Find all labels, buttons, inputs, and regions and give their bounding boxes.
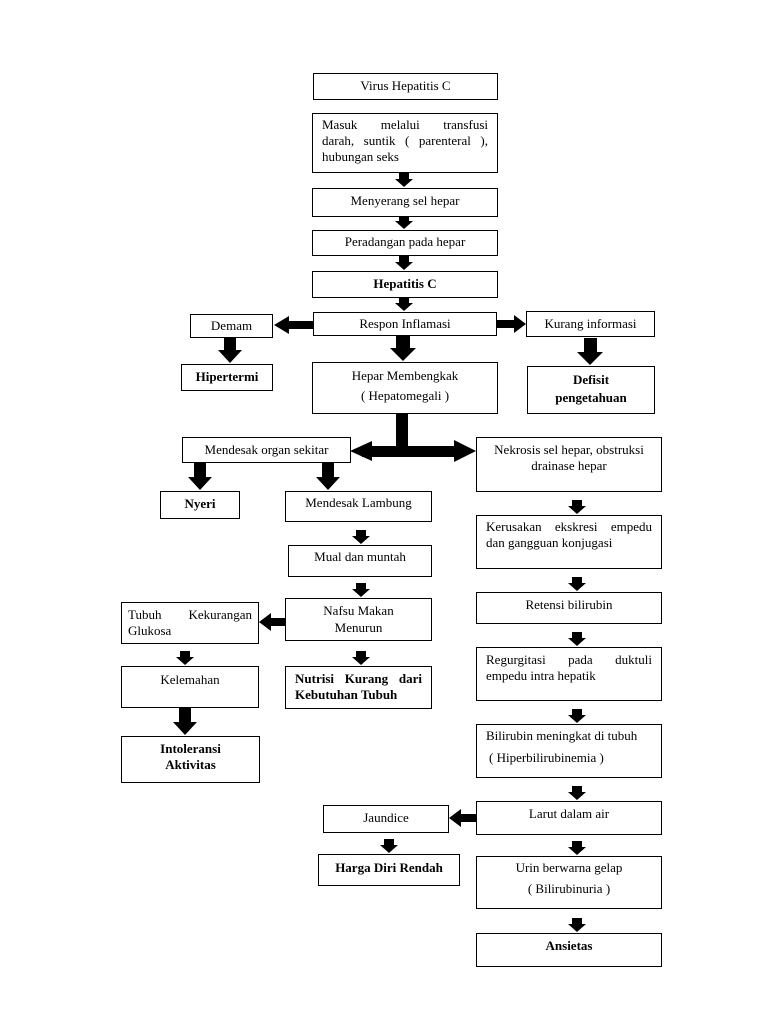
node-ansietas: Ansietas — [476, 933, 662, 967]
node-kurang-informasi: Kurang informasi — [526, 311, 655, 337]
node-jaundice: Jaundice — [323, 805, 449, 833]
node-bilirubin-meningkat: Bilirubin meningkat di tubuh ( Hiperbili… — [476, 724, 662, 778]
arrow-right-icon — [454, 440, 476, 462]
arrow-down-icon — [352, 583, 370, 597]
arrow-down-icon — [568, 918, 586, 932]
node-hepar-membengkak: Hepar Membengkak ( Hepatomegali ) — [312, 362, 498, 414]
node-intoleransi-aktivitas: Intoleransi Aktivitas — [121, 736, 260, 783]
arrow-down-icon — [176, 651, 194, 665]
arrow-left-icon — [350, 441, 372, 461]
arrow-right-icon — [497, 315, 526, 333]
arrow-down-icon — [568, 841, 586, 855]
arrow-down-icon — [568, 500, 586, 514]
node-menyerang-sel-hepar: Menyerang sel hepar — [312, 188, 498, 217]
node-masuk-melalui: Masuk melalui transfusi darah, suntik ( … — [312, 113, 498, 173]
node-nafsu-makan-menurun: Nafsu Makan Menurun — [285, 598, 432, 641]
node-virus-hepatitis-c: Virus Hepatitis C — [313, 73, 498, 100]
node-urin-berwarna-gelap: Urin berwarna gelap ( Bilirubinuria ) — [476, 856, 662, 909]
arrow-down-icon — [390, 336, 416, 361]
arrow-down-icon — [568, 632, 586, 646]
arrow-down-icon — [568, 786, 586, 800]
node-mendesak-lambung: Mendesak Lambung — [285, 491, 432, 522]
arrow-left-icon — [274, 316, 313, 334]
node-mual-muntah: Mual dan muntah — [288, 545, 432, 577]
node-tubuh-kekurangan-glukosa: Tubuh Kekurangan Glukosa — [121, 602, 259, 644]
node-respon-inflamasi: Respon Inflamasi — [313, 312, 497, 336]
arrow-down-icon — [395, 297, 413, 311]
node-kelemahan: Kelemahan — [121, 666, 259, 708]
arrow-down-icon — [395, 256, 413, 270]
node-larut-dalam-air: Larut dalam air — [476, 801, 662, 835]
node-defisit-pengetahuan: Defisit pengetahuan — [527, 366, 655, 414]
node-mendesak-organ-sekitar: Mendesak organ sekitar — [182, 437, 351, 463]
arrow-down-icon — [352, 651, 370, 665]
arrow-left-icon — [259, 613, 285, 631]
connector-line — [362, 446, 462, 457]
node-nutrisi-kurang: Nutrisi Kurang dari Kebutuhan Tubuh — [285, 666, 432, 709]
arrow-down-icon — [568, 709, 586, 723]
arrow-down-icon — [352, 530, 370, 544]
node-nekrosis-sel-hepar: Nekrosis sel hepar, obstruksi drainase h… — [476, 437, 662, 492]
connector-line — [396, 414, 408, 456]
arrow-down-icon — [395, 215, 413, 229]
node-retensi-bilirubin: Retensi bilirubin — [476, 592, 662, 624]
arrow-down-icon — [173, 708, 197, 735]
node-regurgitasi-duktuli: Regurgitasi pada duktuli empedu intra he… — [476, 647, 662, 701]
arrow-down-icon — [218, 338, 242, 363]
node-kerusakan-ekskresi-empedu: Kerusakan ekskresi empedu dan gangguan k… — [476, 515, 662, 569]
arrow-down-icon — [380, 839, 398, 853]
arrow-down-icon — [395, 173, 413, 187]
node-hipertermi: Hipertermi — [181, 364, 273, 391]
node-hepatitis-c: Hepatitis C — [312, 271, 498, 298]
arrow-down-icon — [188, 463, 212, 490]
node-harga-diri-rendah: Harga Diri Rendah — [318, 854, 460, 886]
arrow-down-icon — [316, 463, 340, 490]
node-demam: Demam — [190, 314, 273, 338]
arrow-down-icon — [568, 577, 586, 591]
node-peradangan-hepar: Peradangan pada hepar — [312, 230, 498, 256]
arrow-down-icon — [577, 338, 603, 365]
node-nyeri: Nyeri — [160, 491, 240, 519]
arrow-left-icon — [449, 809, 476, 827]
